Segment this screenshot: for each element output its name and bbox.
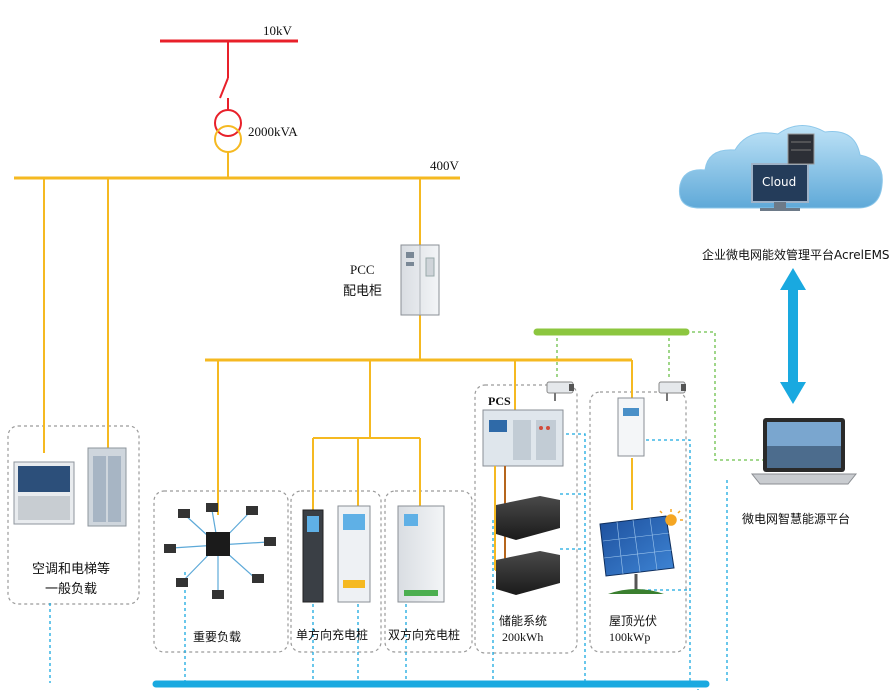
bi-charger-label: 双方向充电桩 bbox=[388, 628, 461, 642]
pcc-cabinet bbox=[400, 244, 440, 316]
uni-charger-box bbox=[290, 490, 382, 653]
pv-capacity-label: 100kWp bbox=[609, 630, 651, 644]
critical-load-box bbox=[153, 490, 289, 653]
camera-icon bbox=[658, 381, 686, 401]
cloud-server bbox=[787, 133, 815, 165]
pv-box bbox=[589, 391, 687, 653]
pcs-label: PCS bbox=[488, 394, 511, 408]
storage-box bbox=[474, 384, 578, 654]
solar-panel-icon bbox=[599, 515, 675, 594]
lv-network bbox=[14, 176, 633, 515]
cloud-icon bbox=[678, 125, 883, 211]
battery-icon bbox=[496, 496, 560, 595]
platform-cloud-label: 企业微电网能效管理平台AcrelEMS bbox=[702, 248, 890, 262]
pv-label: 屋顶光伏 bbox=[609, 614, 658, 628]
general-load-label: 空调和电梯等 bbox=[32, 562, 111, 577]
pcc-label: PCC bbox=[350, 262, 375, 277]
storage-capacity-label: 200kWh bbox=[502, 630, 544, 644]
bi-charger-icon bbox=[397, 505, 445, 603]
uni-charger-icon bbox=[302, 505, 371, 603]
hv-section bbox=[160, 39, 298, 178]
pcc-cabinet-label: 配电柜 bbox=[343, 284, 383, 299]
pcs-cabinet-icon bbox=[482, 409, 564, 467]
ac-unit-icon bbox=[13, 461, 75, 525]
laptop-icon bbox=[750, 418, 858, 485]
critical-load-network bbox=[164, 503, 276, 599]
platform-link-arrow bbox=[780, 268, 806, 404]
camera-icon bbox=[546, 381, 574, 401]
transformer-primary bbox=[214, 109, 242, 137]
camera-dashed-lines bbox=[556, 331, 765, 461]
critical-load-label: 重要负载 bbox=[193, 630, 242, 644]
cloud-label: Cloud bbox=[762, 175, 797, 189]
general-load-sublabel: 一般负载 bbox=[45, 582, 98, 597]
bi-charger-box bbox=[384, 490, 473, 653]
hv-switch bbox=[219, 77, 229, 99]
platform-local-label: 微电网智慧能源平台 bbox=[742, 512, 851, 526]
storage-label: 储能系统 bbox=[499, 614, 548, 628]
elevator-icon bbox=[87, 447, 127, 527]
pv-inverter-icon bbox=[617, 397, 645, 457]
transformer-label: 2000kVA bbox=[248, 124, 298, 139]
general-load-box bbox=[7, 425, 140, 605]
transformer-secondary bbox=[214, 125, 242, 153]
equipment-boxes bbox=[7, 384, 687, 654]
uni-charger-label: 单方向充电桩 bbox=[296, 628, 369, 642]
hv-voltage-label: 10kV bbox=[263, 23, 292, 38]
sun-icon bbox=[659, 509, 683, 526]
lv-voltage-label: 400V bbox=[430, 158, 459, 173]
